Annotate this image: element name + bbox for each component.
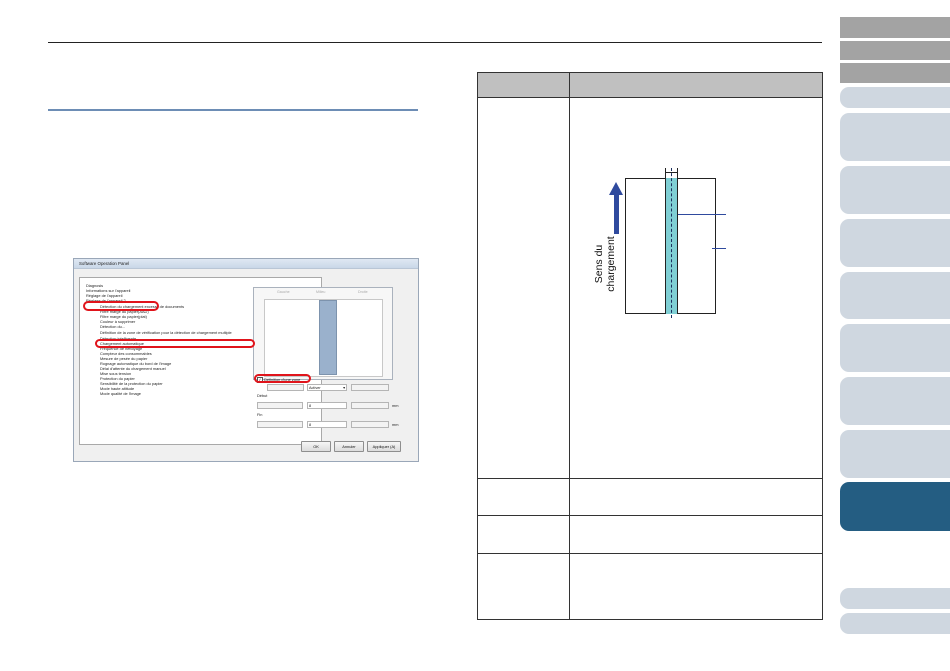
fin-value: 8 — [309, 423, 312, 427]
chevron-down-icon: ▾ — [343, 386, 345, 390]
zone-width-tick-left — [665, 168, 666, 178]
feed-direction-label-line1: Sens du — [593, 244, 605, 284]
software-operation-panel-dialog: Software Operation Panel Diagnosis Infor… — [73, 258, 419, 462]
tree-item-power-on[interactable]: Mise sous tension — [100, 371, 132, 376]
table-column-divider — [569, 73, 570, 619]
preview-zone-highlight — [319, 300, 337, 375]
nav-tab-2[interactable] — [840, 41, 950, 60]
tree-item-manual-feed-timeout[interactable]: Délai d'attente du chargement manuel — [100, 366, 166, 371]
nav-tab-bottom-2[interactable] — [840, 613, 950, 634]
preview-label-middle: Milieu — [316, 290, 326, 294]
page-callout-line — [712, 248, 726, 249]
tree-item-consumables-counter[interactable]: Compteur des consommables — [100, 351, 152, 356]
feed-direction-label: Sens du chargement — [593, 214, 623, 314]
tree-item-detection[interactable]: Détection du... — [100, 324, 126, 329]
zone-checkbox-label: Définition d'une zone — [264, 377, 301, 382]
tree-item-diagnosis[interactable]: Diagnosis — [86, 283, 104, 288]
fin-unit: mm — [392, 422, 399, 427]
zone-mode-select-value: Activer — [309, 386, 321, 390]
nav-tab-4[interactable] — [840, 87, 950, 108]
debut-label: Début — [257, 393, 268, 398]
nav-tab-1[interactable] — [840, 17, 950, 38]
ok-button[interactable]: OK — [301, 441, 331, 452]
top-rule — [48, 42, 822, 43]
tree-item-paper-weight[interactable]: Mesure de pesée du papier — [100, 356, 148, 361]
tree-item-device-settings-2[interactable]: Réglage de l'appareil 2 — [86, 298, 126, 303]
nav-tab-9[interactable] — [840, 324, 950, 372]
zone-width-marker — [665, 172, 678, 173]
feed-direction-label-line2: chargement — [605, 236, 617, 292]
tree-item-cleaning-frequency[interactable]: Fréquence de nettoyage — [100, 346, 143, 351]
table-row-divider — [478, 515, 822, 516]
tree-item-auto-crop[interactable]: Rognage automatique du bord de l'image — [100, 361, 172, 366]
nav-tab-3[interactable] — [840, 63, 950, 83]
arrow-up-icon — [609, 182, 623, 195]
nav-tab-10[interactable] — [840, 377, 950, 425]
highlight-device-settings-2 — [83, 301, 159, 311]
debut-unit: mm — [392, 403, 399, 408]
table-row-divider — [478, 553, 822, 554]
zone-mode-select[interactable]: Activer ▾ — [307, 384, 347, 391]
debut-left-field[interactable] — [257, 402, 303, 409]
cancel-button[interactable]: Annuler — [334, 441, 364, 452]
settings-table — [477, 72, 823, 620]
apply-button[interactable]: Appliquer (A) — [367, 441, 401, 452]
tree-item-high-altitude[interactable]: Mode haute altitude — [100, 386, 135, 391]
nav-tab-7[interactable] — [840, 219, 950, 267]
tree-item-overload-detection[interactable]: Détection du chargement excessif de docu… — [100, 304, 185, 309]
fin-right-field[interactable] — [351, 421, 389, 428]
tree-item-image-quality[interactable]: Mode qualité de l'image — [100, 391, 141, 396]
debut-right-field[interactable] — [351, 402, 389, 409]
highlight-multifeed-zone — [95, 339, 255, 348]
tree-item-auto-feed[interactable]: Chargement automatique — [100, 341, 144, 346]
tree-item-margin-filter-flatbed[interactable]: Filtre marge du papier(plat) — [100, 314, 147, 319]
center-dashed-line — [671, 168, 672, 318]
nav-tab-11[interactable] — [840, 430, 950, 478]
nav-tab-5[interactable] — [840, 113, 950, 161]
tree-item-margin-filter-adf[interactable]: Filtre marge du papier(AAD) — [100, 309, 149, 314]
tree-item-paper-protection-sensitivity[interactable]: Sensibilité de la protection du papier — [100, 381, 163, 386]
highlight-zone-checkbox — [254, 374, 311, 383]
nav-tab-bottom-1[interactable] — [840, 588, 950, 609]
zone-dropdown-right[interactable] — [351, 384, 389, 391]
nav-tab-active[interactable] — [840, 482, 950, 531]
nav-tab-6[interactable] — [840, 166, 950, 214]
zone-dropdown-left[interactable] — [267, 384, 304, 391]
tree-item-intelligent-detection[interactable]: Détection intelligente — [100, 336, 137, 341]
preview-label-left: Gauche — [277, 290, 290, 294]
fin-value-field[interactable]: 8 — [307, 421, 347, 428]
table-header — [478, 73, 822, 98]
tree-item-dropout-color[interactable]: Couleur à supprimer — [100, 319, 136, 324]
table-row-divider — [478, 478, 822, 479]
dialog-title: Software Operation Panel — [79, 261, 130, 266]
tree-item-device-info[interactable]: Informations sur l'appareil — [86, 288, 131, 293]
fin-label: Fin — [257, 412, 263, 417]
preview-label-right: Droite — [358, 290, 368, 294]
section-rule — [48, 109, 418, 111]
zone-preview: Gauche Milieu Droite — [253, 287, 393, 380]
zone-callout-line — [678, 214, 726, 215]
zone-width-tick-right — [677, 168, 678, 178]
fin-left-field[interactable] — [257, 421, 303, 428]
tree-item-device-settings[interactable]: Réglage de l'appareil — [86, 293, 123, 298]
nav-tab-8[interactable] — [840, 272, 950, 319]
tree-item-paper-protection[interactable]: Protection du papier — [100, 376, 135, 381]
debut-value: 8 — [309, 404, 312, 408]
tree-item-multifeed-zone[interactable]: Définition de la zone de vérification po… — [100, 330, 232, 335]
feed-direction-arrow-icon — [614, 194, 619, 234]
debut-value-field[interactable]: 8 — [307, 402, 347, 409]
dialog-titlebar: Software Operation Panel — [74, 259, 418, 269]
